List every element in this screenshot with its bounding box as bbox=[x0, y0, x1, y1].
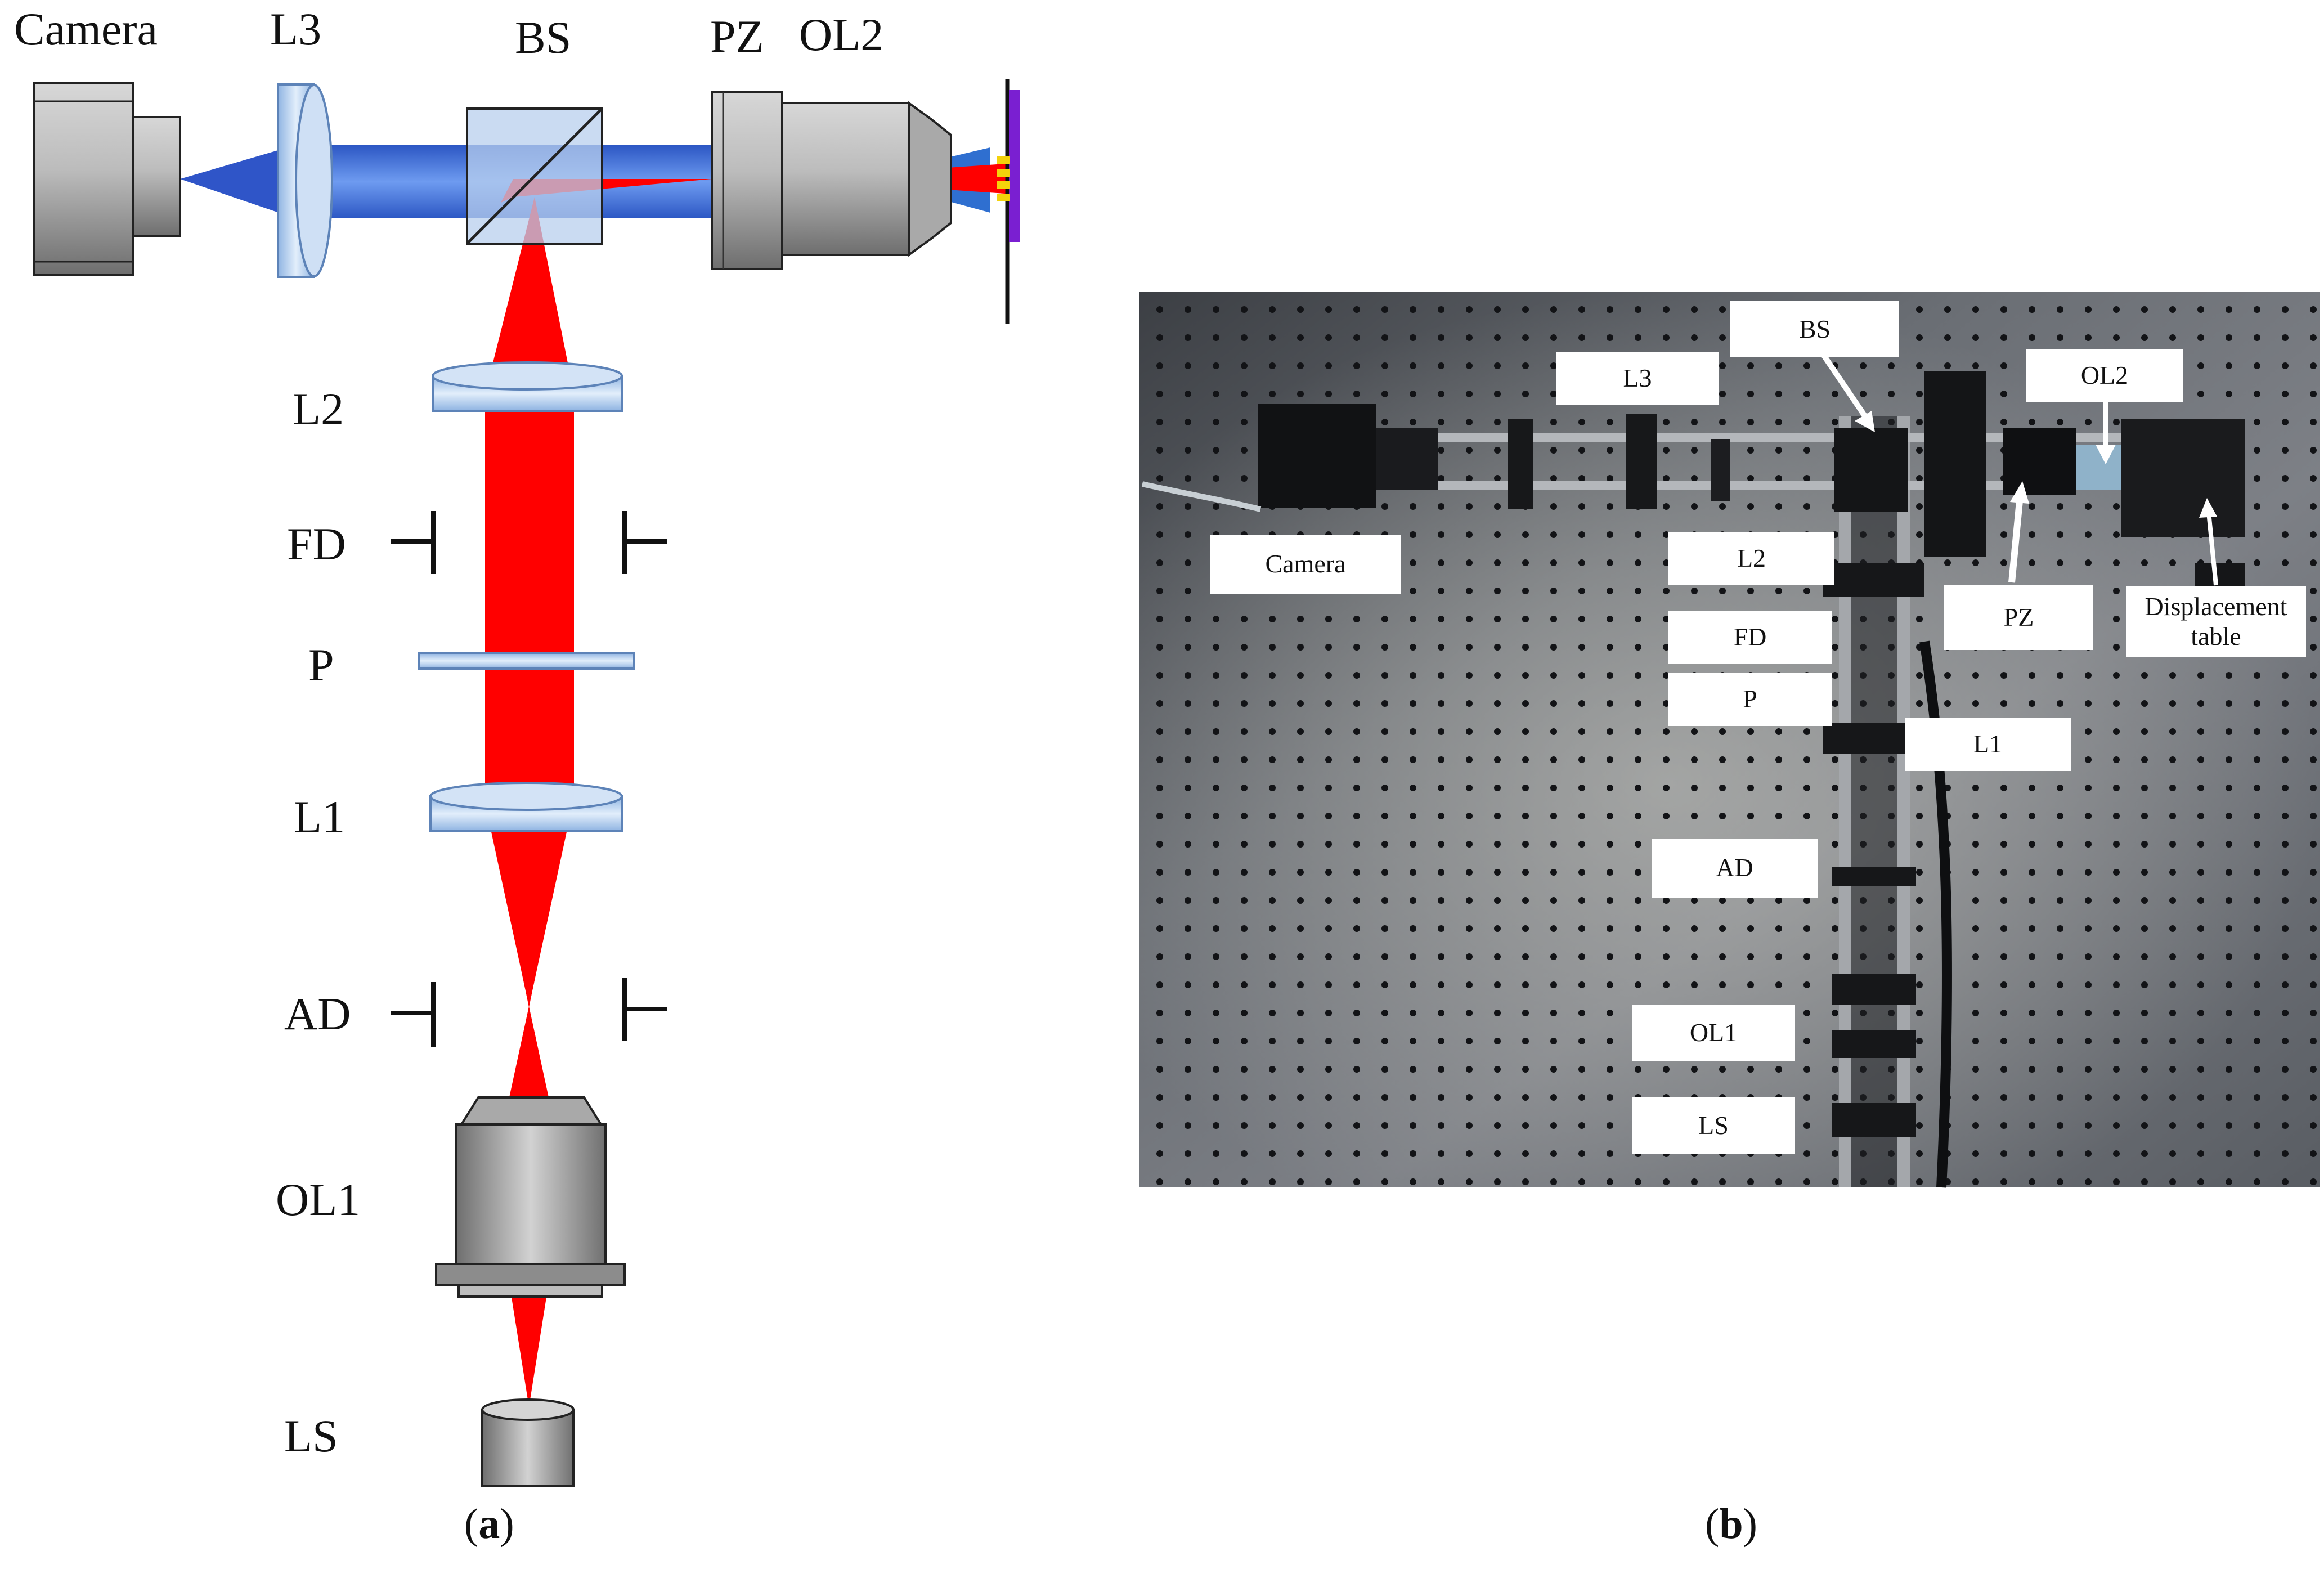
tag-l2: L2 bbox=[1668, 532, 1834, 585]
objective-ol1-icon bbox=[435, 1096, 626, 1298]
tag-p: P bbox=[1668, 673, 1832, 726]
caption-a-letter: a bbox=[478, 1500, 500, 1548]
caption-a: (a) bbox=[464, 1500, 514, 1548]
aperture-diaphragm-icon bbox=[391, 978, 667, 1047]
tag-displacement-table: Displacement table bbox=[2126, 586, 2306, 657]
tag-bs: BS bbox=[1730, 301, 1899, 357]
annotation-arrows bbox=[1820, 353, 2218, 586]
label-ol2: OL2 bbox=[799, 9, 884, 60]
label-ls: LS bbox=[284, 1410, 338, 1462]
tag-displacement-line1: Displacement bbox=[2144, 591, 2287, 621]
tag-ol1: OL1 bbox=[1632, 1005, 1795, 1061]
label-l3: L3 bbox=[270, 3, 322, 55]
horizontal-rail-assembly bbox=[1141, 371, 2245, 597]
lens-l3-icon bbox=[277, 83, 333, 278]
tag-ad: AD bbox=[1652, 839, 1818, 898]
tag-l3: L3 bbox=[1556, 352, 1719, 405]
tag-fd: FD bbox=[1668, 611, 1832, 664]
laser-beam-diverging bbox=[484, 788, 574, 1007]
tag-ls: LS bbox=[1632, 1097, 1795, 1154]
laser-beam-to-splitter bbox=[485, 197, 574, 394]
objective-ol2-icon bbox=[781, 101, 952, 257]
laser-beam-collimated bbox=[485, 394, 574, 799]
vertical-rail-assembly bbox=[1823, 416, 1952, 1188]
laser-beam-cross-lower bbox=[512, 1007, 546, 1097]
imaging-beam-to-camera bbox=[180, 145, 295, 218]
field-diaphragm-icon bbox=[391, 511, 667, 574]
label-ol1: OL1 bbox=[276, 1174, 361, 1225]
label-ad: AD bbox=[284, 988, 351, 1039]
beam-splitter-icon bbox=[466, 107, 603, 245]
label-l1: L1 bbox=[294, 791, 346, 842]
laser-beam-source-cone bbox=[509, 1283, 549, 1407]
tag-pz: PZ bbox=[1944, 585, 2093, 650]
label-camera: Camera bbox=[14, 3, 158, 55]
camera-icon bbox=[33, 82, 181, 276]
lens-l1-icon bbox=[429, 782, 623, 832]
tag-camera: Camera bbox=[1210, 535, 1401, 594]
tag-l1: L1 bbox=[1905, 718, 2071, 771]
schematic-panel bbox=[33, 79, 1020, 1487]
caption-b: (b) bbox=[1705, 1500, 1757, 1548]
light-source-ls-icon bbox=[481, 1398, 575, 1487]
label-p: P bbox=[308, 639, 334, 691]
label-fd: FD bbox=[287, 518, 346, 570]
piezo-pz-icon bbox=[711, 91, 783, 270]
tag-displacement-line2: table bbox=[2191, 621, 2241, 651]
lens-l2-icon bbox=[432, 361, 623, 412]
label-bs: BS bbox=[515, 12, 572, 63]
sample-stage-icon bbox=[997, 79, 1020, 324]
photo-panel bbox=[1139, 292, 2320, 1188]
polarizer-p-icon bbox=[418, 652, 635, 670]
tag-ol2: OL2 bbox=[2026, 349, 2183, 402]
label-l2: L2 bbox=[293, 383, 344, 434]
caption-b-letter: b bbox=[1719, 1500, 1743, 1548]
label-pz: PZ bbox=[710, 11, 764, 62]
